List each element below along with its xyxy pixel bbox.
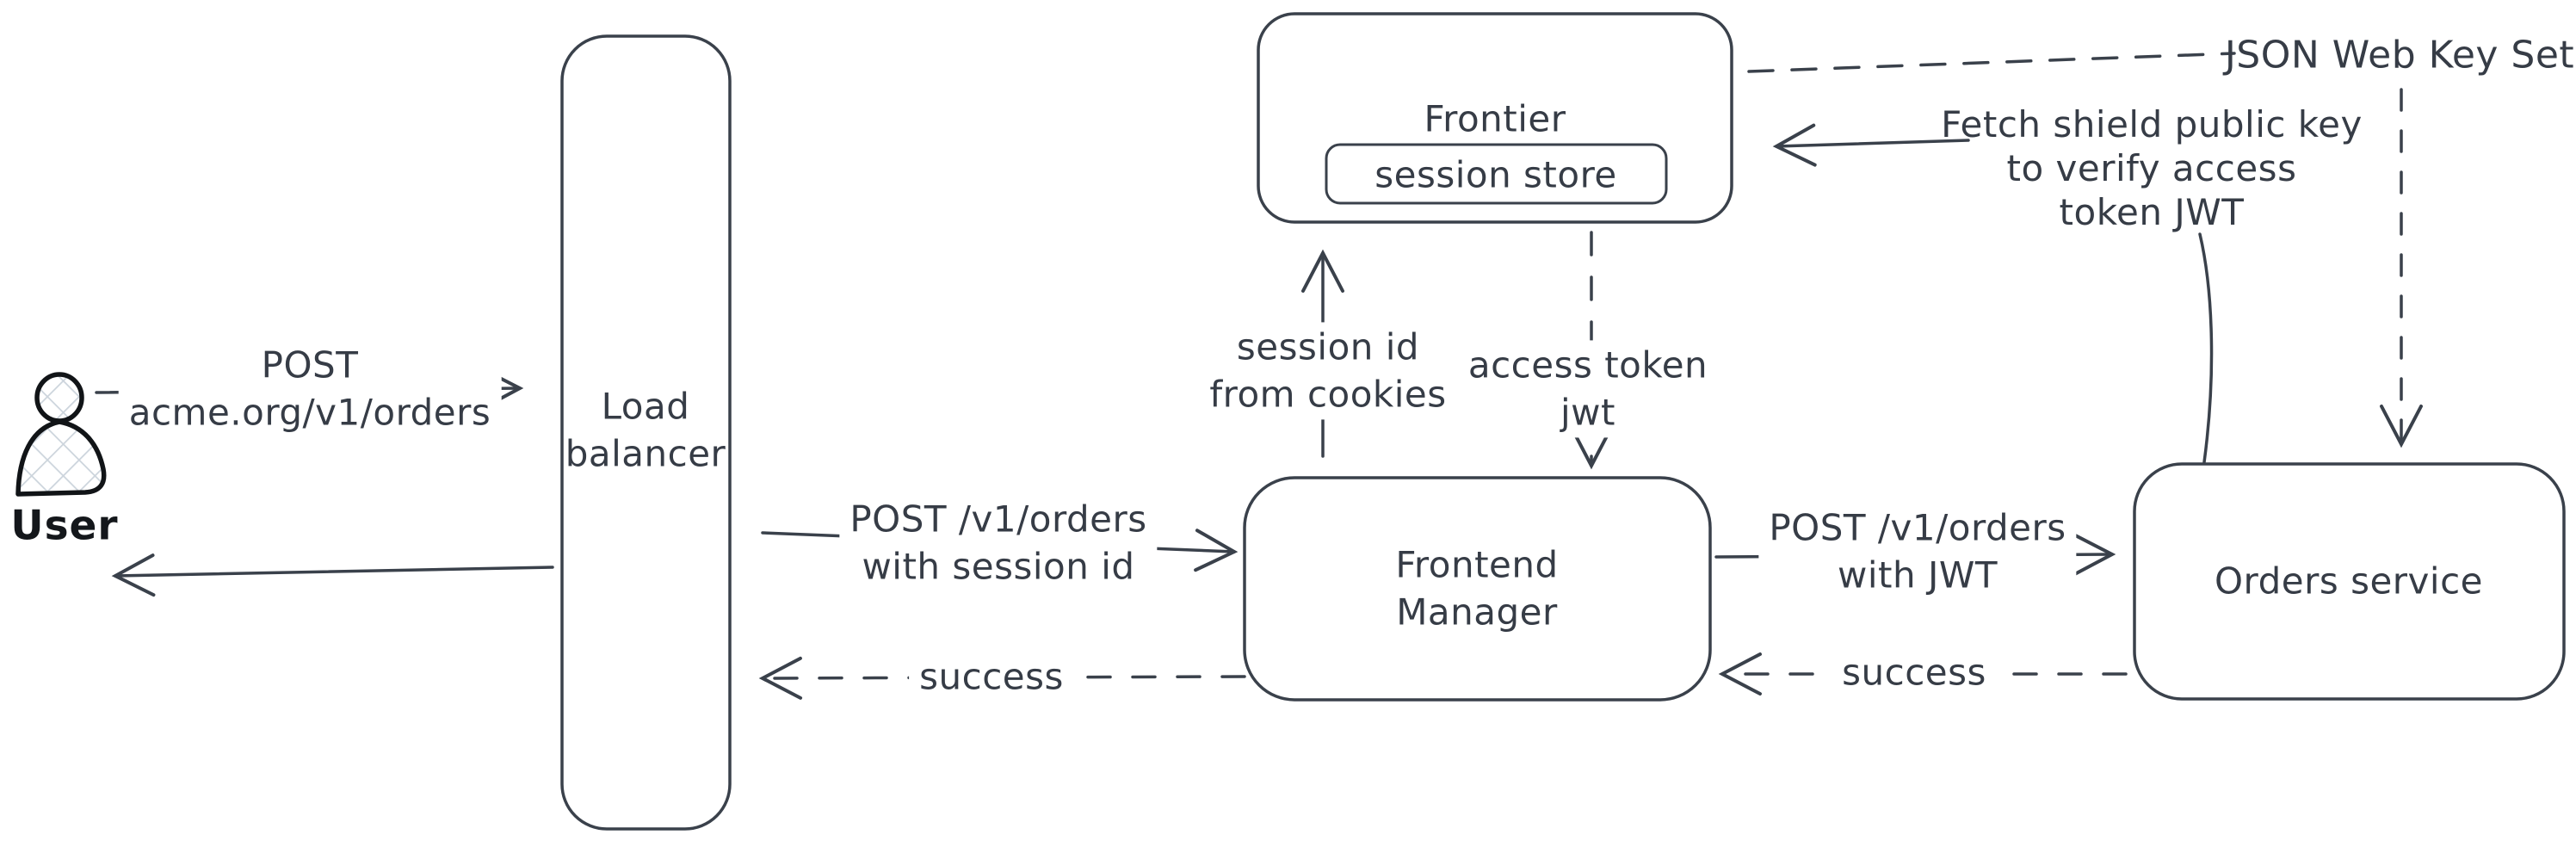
access-token-label: access token jwt xyxy=(1457,340,1719,438)
frontend-manager-box xyxy=(1243,476,1712,702)
curve-orders-to-fetch-key xyxy=(2198,232,2214,464)
orders-request-label: POST /v1/orders with JWT xyxy=(1758,503,2077,601)
fetch-key-label: Fetch shield public key to verify access… xyxy=(1941,103,2363,234)
user-label: User xyxy=(10,499,118,552)
load-balancer-box xyxy=(560,34,732,831)
user-label-text: User xyxy=(10,502,119,550)
orders-service-box xyxy=(2133,462,2566,701)
line-frontier-to-jwks xyxy=(1747,52,2236,73)
arrow-fetch-key-to-frontier xyxy=(1772,123,1970,167)
frontier-box xyxy=(1257,12,1733,224)
lb-request-label: POST /v1/orders with session id xyxy=(839,494,1158,592)
session-store-box xyxy=(1325,143,1668,205)
frontier-label: Frontier xyxy=(1424,97,1566,140)
user-head xyxy=(34,372,84,424)
user-icon xyxy=(15,372,107,497)
orders-response-label: success xyxy=(1832,647,1997,699)
arrow-lb-to-user xyxy=(111,553,554,597)
session-lookup-label: session id from cookies xyxy=(1199,322,1457,420)
frontend-manager-label: Frontend Manager xyxy=(1395,543,1559,633)
orders-service-label: Orders service xyxy=(2214,560,2484,603)
load-balancer-label: Load balancer xyxy=(565,385,726,474)
lb-response-label: success xyxy=(909,652,1074,703)
user-body xyxy=(15,419,107,497)
session-store-label: session store xyxy=(1374,153,1617,196)
user-request-label: POST acme.org/v1/orders xyxy=(118,340,502,438)
jwks-label: JSON Web Key Set xyxy=(2224,33,2575,77)
